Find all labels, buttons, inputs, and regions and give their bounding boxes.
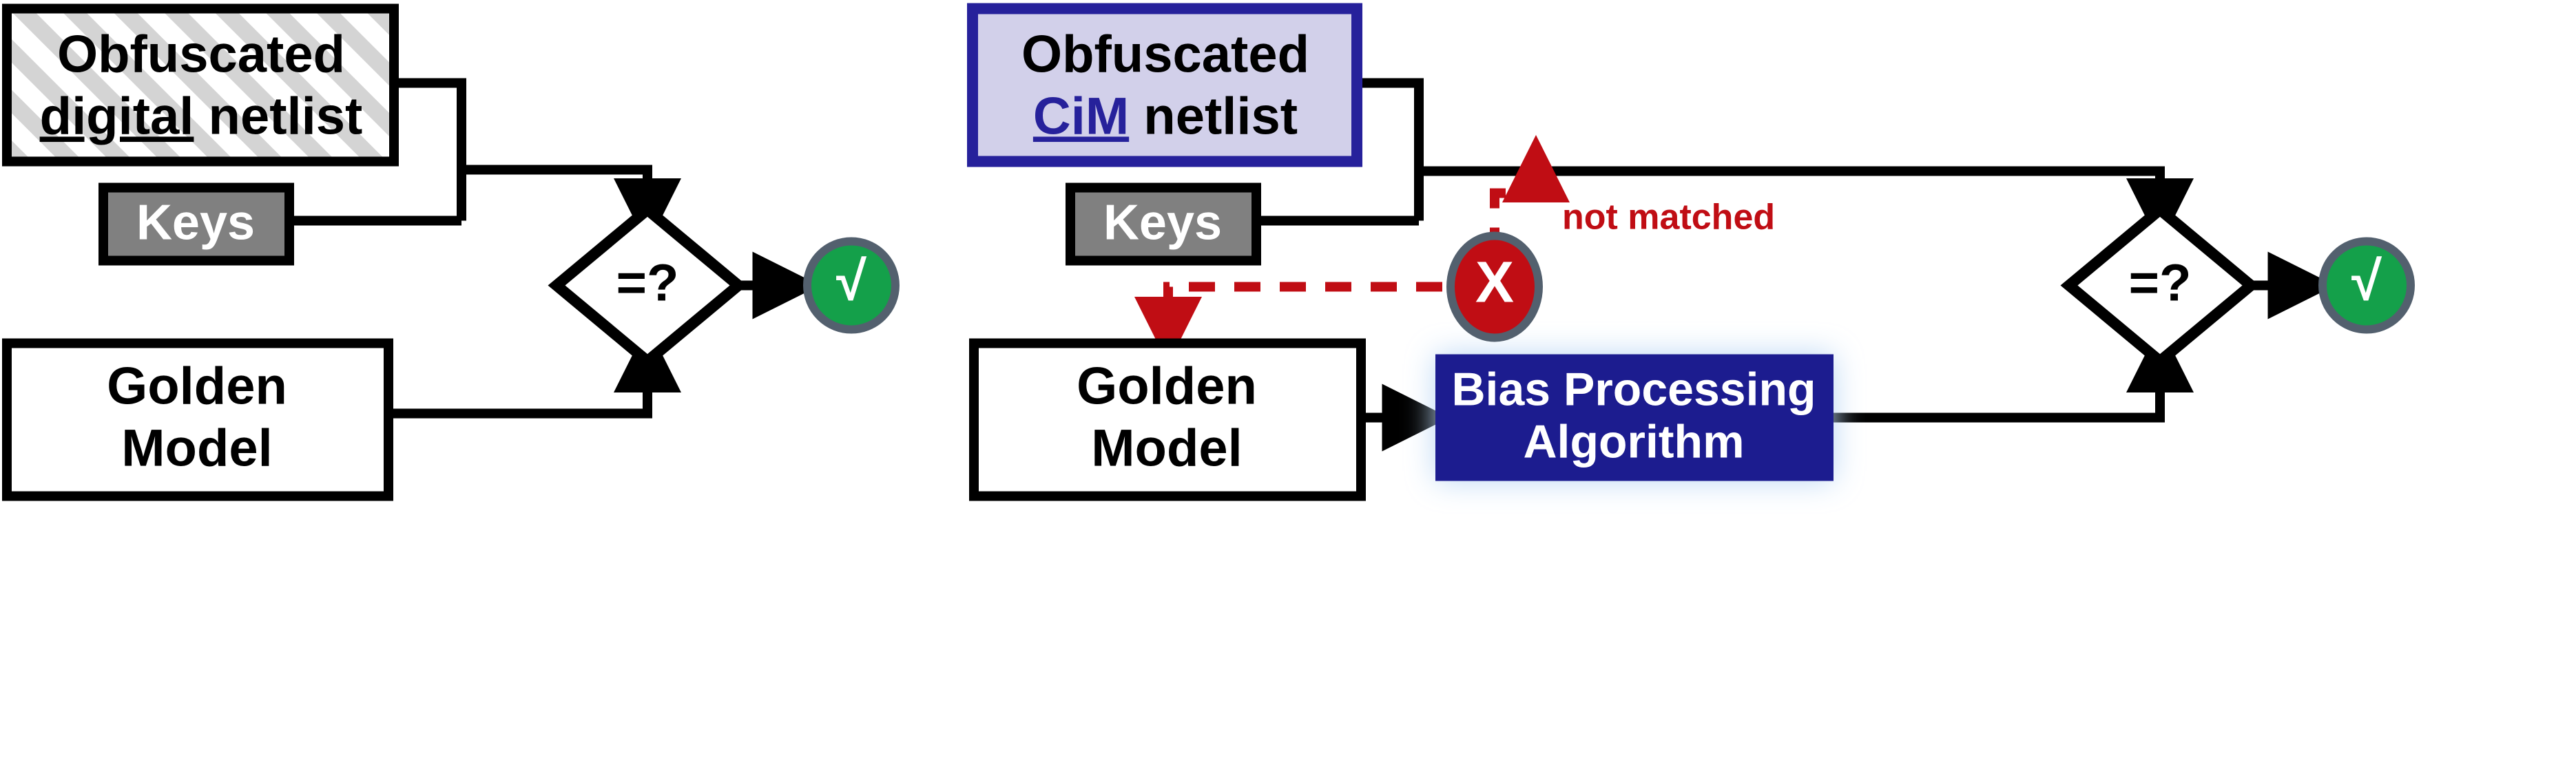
right-golden-rect bbox=[969, 338, 1366, 501]
left-netlist-underlined-word: digital bbox=[40, 87, 194, 146]
right-keys-label: Keys bbox=[1103, 196, 1222, 251]
right-netlist-rest: netlist bbox=[1129, 87, 1298, 146]
right-bias-rect bbox=[1435, 354, 1834, 481]
right-panel-group: Obfuscated CiM netlist Keys Golden Model… bbox=[967, 3, 2415, 501]
left-golden-line2: Model bbox=[121, 419, 273, 478]
left-obfuscated-netlist-box: Obfuscated digital netlist bbox=[2, 3, 399, 167]
left-netlist-line1: Obfuscated bbox=[57, 25, 345, 84]
right-mismatch-shape bbox=[1446, 231, 1543, 342]
left-result-shape bbox=[803, 237, 900, 334]
mismatch-path-to-golden-model bbox=[1134, 282, 1442, 364]
left-result-circle: √ bbox=[803, 237, 900, 334]
right-golden-line2: Model bbox=[1091, 419, 1243, 478]
right-obfuscated-netlist-box: Obfuscated CiM netlist bbox=[967, 3, 1362, 167]
left-compare-label: =? bbox=[616, 254, 679, 313]
right-netlist-cim-word: CiM bbox=[1033, 87, 1129, 146]
left-result-check-icon: √ bbox=[836, 251, 867, 312]
left-netlist-rest: netlist bbox=[194, 87, 362, 146]
wire-netlist-to-junction bbox=[394, 78, 466, 221]
right-wire-netlist-to-junction bbox=[1357, 78, 1424, 221]
left-golden-line1: Golden bbox=[107, 357, 287, 416]
right-result-shape bbox=[2318, 237, 2415, 334]
right-bias-algorithm-box: Bias Processing Algorithm bbox=[1435, 354, 1834, 481]
right-wire-junction-to-compare bbox=[1419, 166, 2194, 246]
right-bias-line2: Algorithm bbox=[1523, 415, 1744, 468]
wire-golden-to-compare bbox=[388, 325, 681, 419]
right-mismatch-x-icon: X bbox=[1475, 250, 1514, 315]
right-mismatch-circle: X bbox=[1446, 231, 1543, 342]
right-netlist-line1: Obfuscated bbox=[1021, 25, 1309, 84]
wire-junction-to-compare bbox=[461, 165, 681, 246]
right-golden-model-box: Golden Model bbox=[969, 338, 1366, 501]
left-keys-rect bbox=[98, 182, 294, 266]
left-panel-group: Obfuscated digital netlist Keys Golden M… bbox=[2, 3, 900, 501]
left-compare-shape bbox=[548, 202, 747, 368]
right-compare-label: =? bbox=[2129, 254, 2192, 313]
right-keys-rect bbox=[1066, 182, 1261, 266]
right-keys-box: Keys bbox=[1066, 182, 1261, 266]
right-compare-diamond: =? bbox=[2060, 202, 2260, 368]
right-golden-line1: Golden bbox=[1077, 357, 1257, 416]
right-mismatch-paths bbox=[1134, 135, 1570, 364]
left-keys-box: Keys bbox=[98, 182, 294, 266]
right-netlist-rect bbox=[967, 3, 1362, 167]
left-compare-diamond: =? bbox=[548, 202, 747, 368]
right-wire-bias-to-compare bbox=[1832, 325, 2194, 423]
right-result-check-icon: √ bbox=[2351, 251, 2382, 312]
left-netlist-line2: digital netlist bbox=[40, 87, 363, 146]
right-netlist-line2: CiM netlist bbox=[1033, 87, 1298, 146]
left-golden-rect bbox=[2, 338, 393, 501]
left-netlist-rect bbox=[2, 3, 399, 167]
not-matched-label: not matched bbox=[1562, 198, 1775, 238]
right-result-circle: √ bbox=[2318, 237, 2415, 334]
left-keys-label: Keys bbox=[136, 196, 255, 251]
right-bias-line1: Bias Processing bbox=[1451, 363, 1816, 415]
left-golden-model-box: Golden Model bbox=[2, 338, 393, 501]
right-compare-shape bbox=[2060, 202, 2260, 368]
